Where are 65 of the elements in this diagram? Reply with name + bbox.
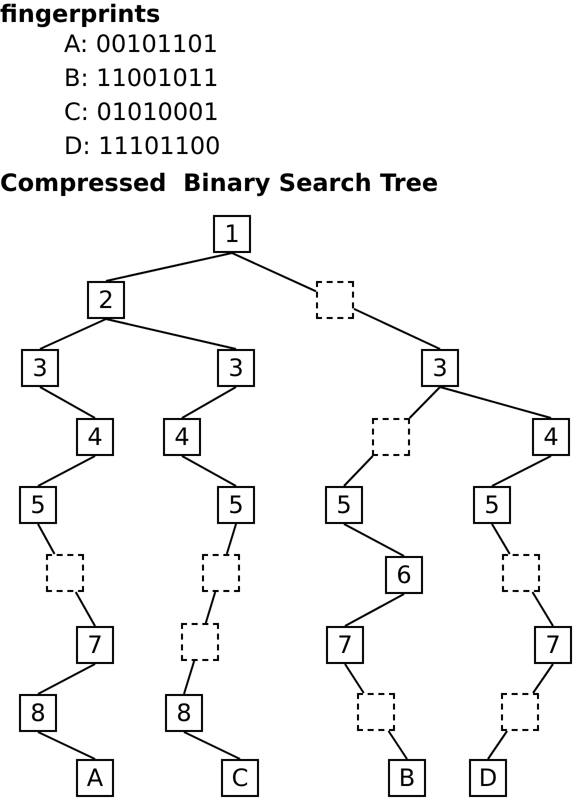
- tree-node-box: 4: [76, 418, 114, 456]
- tree-node-box: B: [388, 759, 426, 797]
- tree-edge: [38, 663, 96, 695]
- tree-edge: [343, 455, 374, 487]
- tree-edge: [106, 318, 236, 350]
- tree-edge: [226, 524, 237, 554]
- tree-edge: [344, 663, 365, 694]
- fingerprint-text: B: 11001011: [64, 63, 218, 94]
- tree-node-box: 4: [532, 418, 570, 456]
- tree-node-box: 1: [213, 215, 251, 253]
- tree-edge: [38, 731, 96, 760]
- tree-node-box: 5: [325, 486, 363, 524]
- tree-node-box: 5: [217, 486, 255, 524]
- tree-edge: [344, 593, 404, 627]
- tree-edge: [532, 663, 554, 694]
- empty-node-box: [316, 281, 354, 319]
- tree-edge: [74, 592, 96, 626]
- tree-edge: [492, 455, 552, 487]
- tree-edge: [182, 386, 236, 419]
- tree-node-box: 3: [421, 349, 459, 387]
- fingerprint-text: D: 11101100: [64, 131, 220, 162]
- tree-edge: [183, 660, 196, 694]
- tree-node-box: 8: [165, 694, 203, 732]
- tree-node-box: 8: [19, 694, 57, 732]
- tree-node-box: 7: [534, 626, 572, 664]
- tree-edge: [182, 455, 236, 487]
- tree-edge: [37, 524, 56, 554]
- empty-node-box: [46, 554, 84, 592]
- tree-edge: [354, 308, 440, 350]
- empty-node-box: [202, 554, 240, 592]
- tree-edge: [487, 730, 508, 760]
- empty-node-box: [502, 554, 540, 592]
- tree-node-box: 5: [19, 486, 57, 524]
- tree-node-box: 3: [21, 349, 59, 387]
- tree-node-box: C: [221, 759, 259, 797]
- tree-node-box: D: [469, 759, 507, 797]
- empty-node-box: [357, 693, 395, 731]
- tree-edge: [40, 386, 96, 419]
- tree-edge: [232, 252, 316, 292]
- empty-node-box: [372, 418, 410, 456]
- tree-node-box: 6: [385, 556, 423, 594]
- tree-edge: [184, 731, 240, 760]
- fingerprint-text: A: 00101101: [64, 29, 218, 60]
- tree-edge: [388, 730, 408, 760]
- section-heading: fingerprints: [0, 0, 160, 30]
- tree-edge: [344, 523, 404, 557]
- tree-edge: [38, 455, 96, 487]
- tree-edge: [491, 524, 511, 554]
- diagram-title: Compressed Binary Search Tree: [0, 168, 438, 199]
- empty-node-box: [181, 623, 219, 661]
- tree-edge: [106, 252, 232, 282]
- tree-node-box: 2: [87, 281, 125, 319]
- tree-node-box: 7: [326, 626, 364, 664]
- empty-node-box: [501, 693, 539, 731]
- tree-node-box: 4: [163, 418, 201, 456]
- fingerprint-text: C: 01010001: [64, 97, 219, 128]
- tree-edge: [532, 591, 554, 627]
- tree-node-box: 7: [76, 626, 114, 664]
- tree-edge: [440, 386, 552, 419]
- tree-edge: [204, 592, 216, 624]
- tree-node-box: A: [76, 759, 114, 797]
- tree-edge: [40, 318, 106, 350]
- tree-node-box: 3: [217, 349, 255, 387]
- tree-edge: [408, 386, 441, 419]
- tree-node-box: 5: [473, 486, 511, 524]
